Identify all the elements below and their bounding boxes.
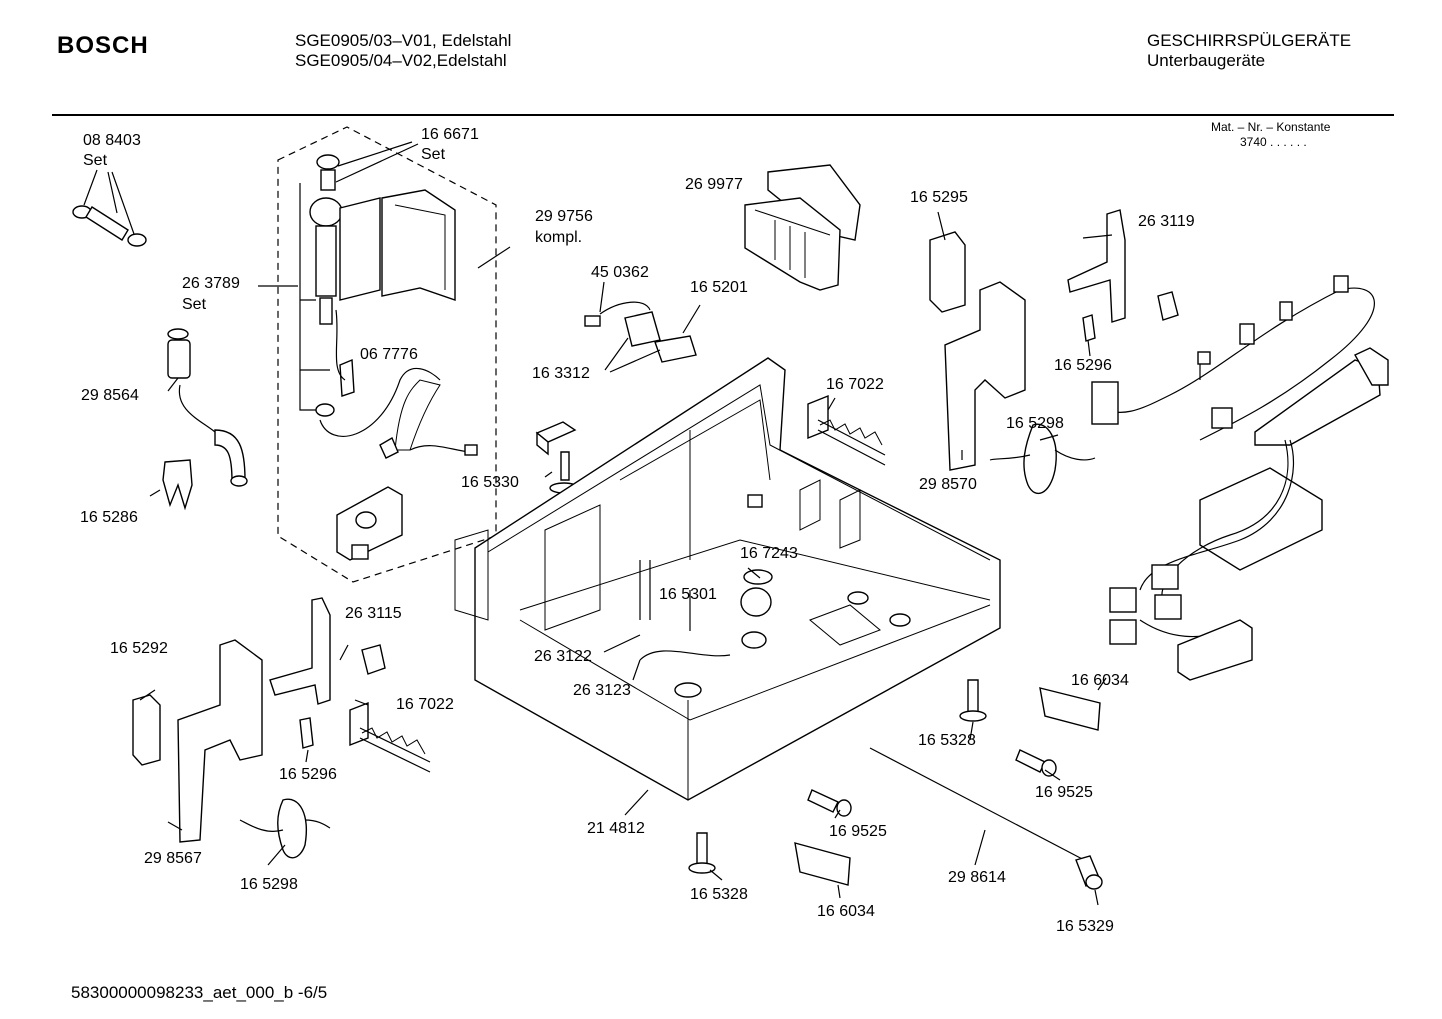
part-label-166671-sub: Set [421, 146, 446, 163]
part-label-169525-right: 16 9525 [1035, 784, 1093, 801]
part-label-165330: 16 5330 [461, 474, 519, 491]
heater-element-upper [807, 394, 886, 466]
part-label-166671: 16 6671 [421, 126, 479, 143]
part-label-165328-right: 16 5328 [918, 732, 976, 749]
part-label-163312: 16 3312 [532, 365, 590, 382]
brand-logo: BOSCH [57, 32, 149, 59]
model-line-2: SGE0905/04–V02,Edelstahl [295, 51, 507, 70]
part-label-165292: 16 5292 [110, 640, 168, 657]
left-brackets [132, 597, 386, 859]
hose-clamp-set [72, 169, 147, 247]
part-label-298570: 29 8570 [919, 476, 977, 493]
right-brackets [929, 209, 1179, 495]
part-label-165328-center: 16 5328 [690, 886, 748, 903]
part-label-165296-right: 16 5296 [1054, 357, 1112, 374]
inlet-valve-assembly [299, 141, 478, 561]
drain-hose [167, 328, 248, 487]
part-label-166034-center: 16 6034 [817, 903, 875, 920]
microswitch [535, 421, 579, 494]
clip-part [162, 459, 193, 511]
part-label-088403: 08 8403 [83, 132, 141, 149]
part-label-298564: 29 8564 [81, 387, 139, 404]
base-frame [454, 357, 1001, 801]
part-label-214812: 21 4812 [587, 820, 645, 837]
category-title: GESCHIRRSPÜLGERÄTE [1147, 31, 1352, 50]
assembly-boundary [277, 126, 497, 583]
control-module [744, 164, 861, 291]
part-label-263789-sub: Set [182, 296, 207, 313]
part-label-167022-right: 16 7022 [826, 376, 884, 393]
fasteners [688, 679, 1103, 890]
material-number-value: 3740 . . . . . . [1240, 135, 1307, 149]
wiring-harness [1091, 275, 1389, 681]
part-label-450362: 45 0362 [591, 264, 649, 281]
part-label-263123: 26 3123 [573, 682, 631, 699]
part-label-298567: 29 8567 [144, 850, 202, 867]
document-id: 58300000098233_aet_000_b -6/5 [71, 983, 328, 1002]
sensor-wire-set [584, 281, 701, 373]
part-label-165298-left: 16 5298 [240, 876, 298, 893]
part-label-165201: 16 5201 [690, 279, 748, 296]
part-label-165301: 16 5301 [659, 586, 717, 603]
part-label-167243: 16 7243 [740, 545, 798, 562]
heater-element-lower [349, 701, 431, 773]
part-label-263789: 26 3789 [182, 275, 240, 292]
part-label-263119: 26 3119 [1138, 213, 1195, 230]
model-line-1: SGE0905/03–V01, Edelstahl [295, 31, 512, 50]
header-divider [52, 114, 1394, 116]
part-label-165286: 16 5286 [80, 509, 138, 526]
part-label-299756: 29 9756 [535, 208, 593, 225]
part-label-166034-right: 16 6034 [1071, 672, 1129, 689]
subcategory-title: Unterbaugeräte [1147, 51, 1266, 70]
part-label-165296-left: 16 5296 [279, 766, 337, 783]
part-label-088403-sub: Set [83, 152, 108, 169]
part-label-169525-center: 16 9525 [829, 823, 887, 840]
material-number-label: Mat. – Nr. – Konstante [1211, 120, 1331, 134]
part-label-298614: 29 8614 [948, 869, 1006, 886]
part-label-067776: 06 7776 [360, 346, 418, 363]
part-label-263122: 26 3122 [534, 648, 592, 665]
part-label-165329: 16 5329 [1056, 918, 1114, 935]
part-label-269977: 26 9977 [685, 176, 743, 193]
part-label-165298-right: 16 5298 [1006, 415, 1064, 432]
part-label-299756-sub: kompl. [535, 229, 583, 246]
part-label-167022-left: 16 7022 [396, 696, 454, 713]
part-label-263115: 26 3115 [345, 605, 402, 622]
part-label-165295: 16 5295 [910, 189, 968, 206]
